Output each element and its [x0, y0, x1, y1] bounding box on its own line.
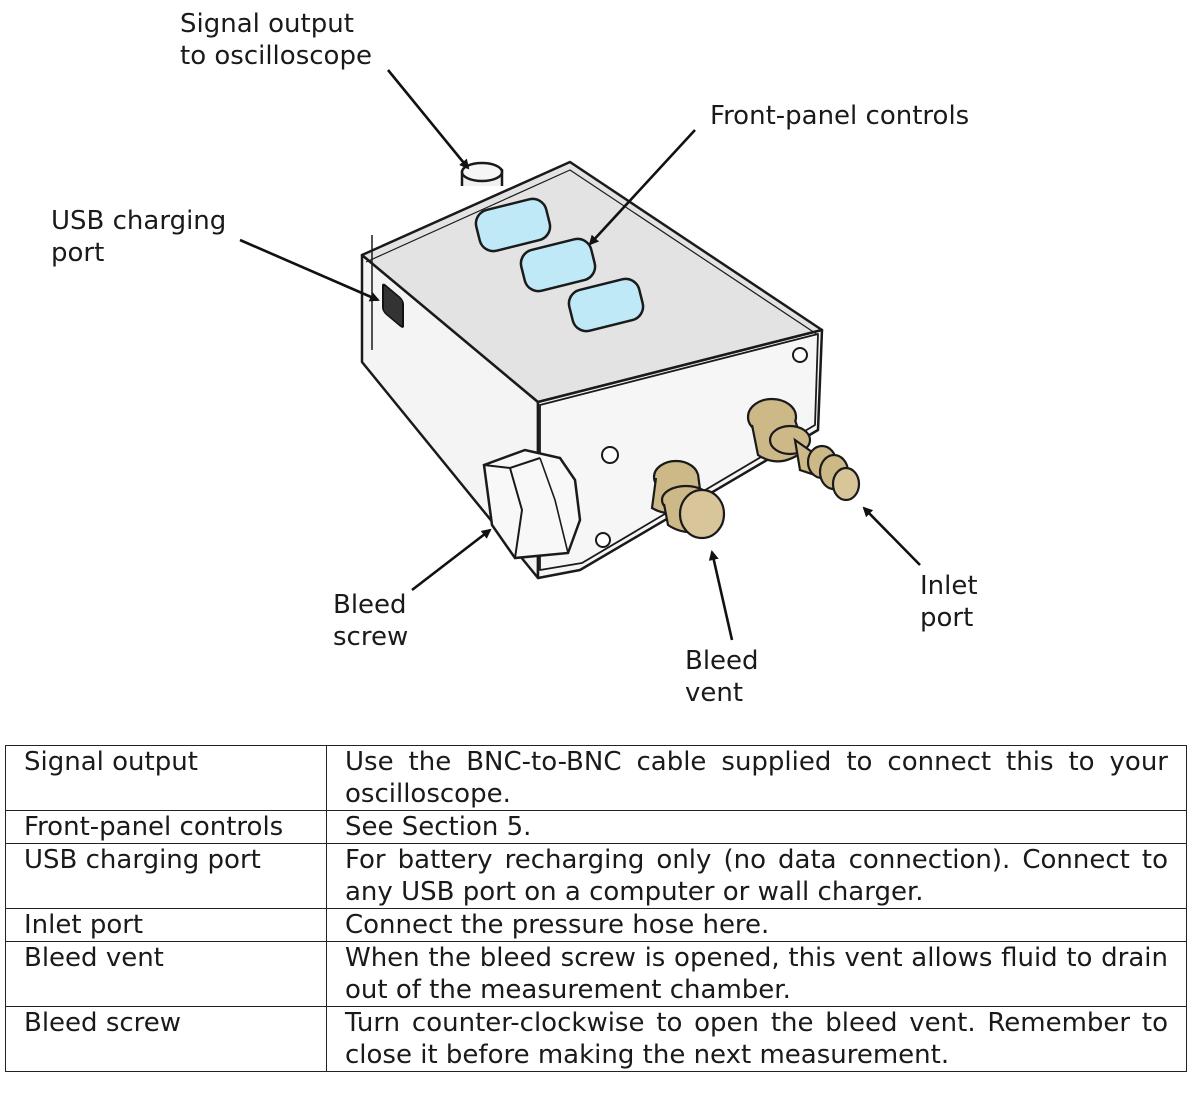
device-illustration	[239, 69, 921, 641]
part-description: Turn counter-clockwise to open the bleed…	[326, 1006, 1187, 1072]
bleed-screw	[482, 448, 582, 560]
bleed-vent-fitting	[650, 459, 726, 540]
callout-signal-output: Signal output to oscilloscope	[180, 9, 372, 71]
part-name: Signal output	[5, 745, 327, 811]
control-button	[474, 197, 552, 253]
table-row: USB charging port For battery recharging…	[5, 843, 1187, 909]
arrow-usb-port	[239, 238, 380, 302]
table-row: Bleed screw Turn counter-clockwise to op…	[5, 1006, 1187, 1072]
table-row: Front-panel controls See Section 5.	[5, 810, 1187, 844]
callout-bleed-vent: Bleed vent	[685, 646, 759, 708]
parts-table: Signal output Use the BNC-to-BNC cable s…	[5, 745, 1187, 1072]
table-row: Signal output Use the BNC-to-BNC cable s…	[5, 745, 1187, 811]
part-description: When the bleed screw is opened, this ven…	[326, 941, 1187, 1007]
arrow-bleed-vent	[708, 550, 734, 641]
callout-inlet-port: Inlet port	[920, 571, 978, 633]
mounting-holes	[595, 347, 808, 548]
callout-arrows	[239, 69, 921, 641]
bnc-connector	[460, 161, 504, 186]
arrow-front-panel	[588, 129, 696, 246]
device-diagram: Signal output to oscilloscope Front-pane…	[51, 9, 978, 708]
part-description: Use the BNC-to-BNC cable supplied to con…	[326, 745, 1187, 811]
part-description: Connect the pressure hose here.	[326, 908, 1187, 942]
arrow-signal-output	[386, 69, 470, 170]
device-body	[360, 160, 824, 580]
table-row: Inlet port Connect the pressure hose her…	[5, 908, 1187, 942]
part-name: Bleed screw	[5, 1006, 327, 1072]
part-name: Front-panel controls	[5, 810, 327, 844]
callout-usb-port: USB charging port	[51, 206, 227, 268]
part-description: For battery recharging only (no data con…	[326, 843, 1187, 909]
part-name: Bleed vent	[5, 941, 327, 1007]
mounting-hole	[601, 446, 619, 464]
part-name: Inlet port	[5, 908, 327, 942]
usb-port	[382, 283, 404, 328]
callout-bleed-screw: Bleed screw	[333, 590, 409, 652]
mounting-hole	[595, 532, 611, 548]
callout-front-panel: Front-panel controls	[710, 101, 970, 131]
control-button	[567, 277, 645, 333]
front-panel-buttons	[474, 197, 645, 333]
part-description: See Section 5.	[326, 810, 1187, 844]
part-name: USB charging port	[5, 843, 327, 909]
arrow-inlet-port	[862, 506, 921, 566]
arrow-bleed-screw	[411, 528, 492, 592]
control-button	[519, 237, 597, 293]
table-row: Bleed vent When the bleed screw is opene…	[5, 941, 1187, 1007]
inlet-port-fitting	[746, 397, 861, 502]
mounting-hole	[792, 347, 808, 363]
